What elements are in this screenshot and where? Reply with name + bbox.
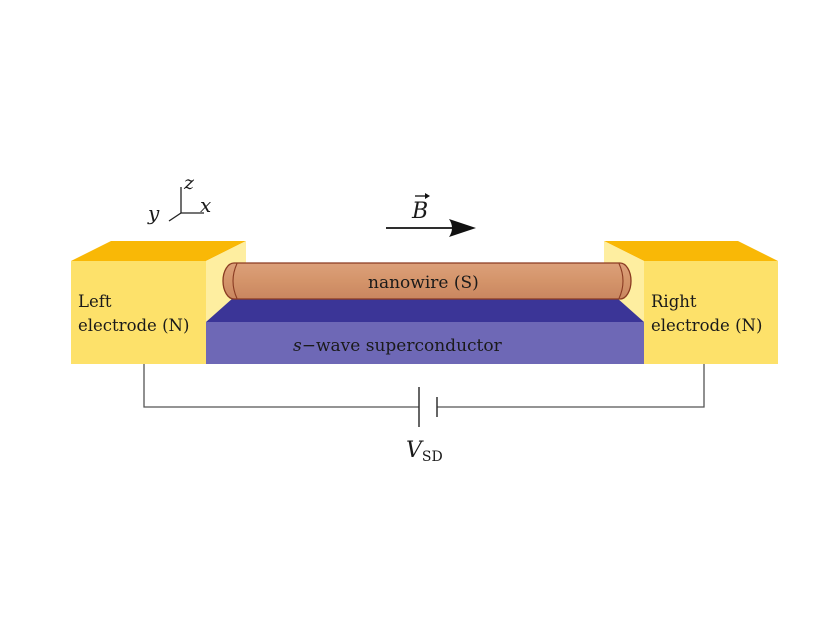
nanowire-left-cap-edge bbox=[232, 263, 238, 299]
voltage-label: VSD bbox=[406, 438, 443, 465]
z-axis-label: z bbox=[183, 172, 195, 194]
left-electrode-label-line1: Left bbox=[78, 292, 112, 311]
voltage-symbol: V bbox=[406, 438, 424, 463]
substrate-label: s−wave superconductor bbox=[293, 336, 503, 356]
circuit-wire-left bbox=[143, 364, 419, 408]
nanowire-label: nanowire (S) bbox=[368, 273, 479, 293]
superconductor-substrate: s−wave superconductor bbox=[206, 298, 644, 364]
left-electrode-label-line2: electrode (N) bbox=[78, 316, 189, 335]
nanowire-body bbox=[222, 262, 632, 300]
substrate-label-rest: −wave superconductor bbox=[302, 336, 503, 356]
left-electrode-front bbox=[71, 261, 206, 364]
x-axis-label: x bbox=[200, 193, 211, 217]
substrate-front-face bbox=[206, 322, 644, 364]
field-label: B bbox=[411, 199, 428, 224]
circuit: VSD bbox=[143, 364, 705, 465]
magnetic-field: B bbox=[386, 193, 476, 237]
right-electrode-top bbox=[604, 241, 778, 261]
circuit-wire-right bbox=[437, 364, 705, 408]
nanowire: nanowire (S) bbox=[222, 262, 632, 300]
y-axis-line bbox=[168, 212, 182, 222]
nanowire-right-cap-edge bbox=[618, 263, 624, 299]
coordinate-axes: z x y bbox=[147, 172, 211, 225]
voltage-subscript: SD bbox=[422, 449, 443, 465]
left-electrode: Left electrode (N) bbox=[71, 241, 246, 364]
right-electrode-front bbox=[644, 261, 778, 364]
right-electrode-label-line2: electrode (N) bbox=[651, 316, 762, 335]
right-electrode-label-line1: Right bbox=[651, 292, 697, 311]
y-axis-label: y bbox=[147, 201, 160, 225]
substrate-top-face bbox=[206, 298, 644, 322]
field-arrow-head bbox=[449, 219, 476, 237]
substrate-label-italic: s bbox=[293, 336, 302, 356]
left-electrode-top bbox=[71, 241, 246, 261]
field-vector-arrow-tip bbox=[425, 193, 430, 199]
